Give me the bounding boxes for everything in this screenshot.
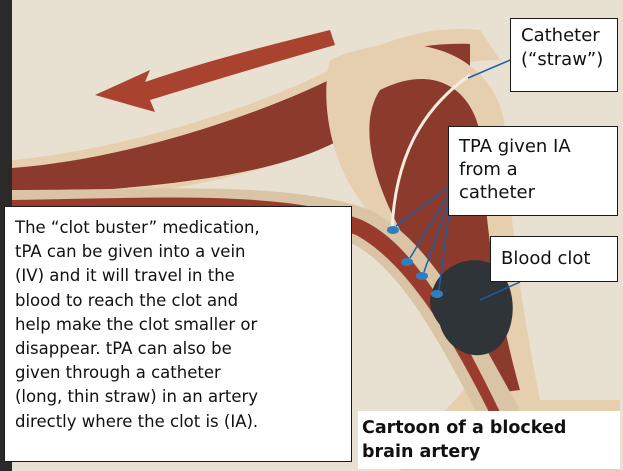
explanation-line: (IV) and it will travel in the [15,264,347,288]
explanation-line: given through a catheter [15,361,347,385]
diagram-caption: Cartoon of a blocked brain artery [358,411,620,469]
tpa-drop [401,258,413,266]
caption-line: brain artery [362,440,620,464]
blood-clot-label: Blood clot [490,236,618,282]
tpa-label: TPA given IA from a catheter [448,126,618,216]
explanation-line: help make the clot smaller or [15,313,347,337]
tpa-label-line: catheter [459,181,617,204]
explanation-line: tPA can be given into a vein [15,240,347,264]
explanation-line: blood to reach the clot and [15,289,347,313]
explanation-line: (long, thin straw) in an artery [15,385,347,409]
tpa-label-line: TPA given IA [459,135,617,158]
explanation-line: directly where the clot is (IA). [15,410,347,434]
tpa-drop [416,272,428,280]
tpa-drop [387,226,399,234]
tpa-drop [431,290,443,298]
catheter-label-line: Catheter [521,24,617,48]
catheter-label-line: (“straw”) [521,48,617,72]
catheter-label: Catheter (“straw”) [510,18,618,92]
caption-line: Cartoon of a blocked [362,416,620,440]
explanation-line: disappear. tPA can also be [15,337,347,361]
blood-clot-label-text: Blood clot [501,247,617,271]
explanation-line: The “clot buster” medication, [15,216,347,240]
explanation-box: The “clot buster” medication, tPA can be… [4,206,352,462]
tpa-label-line: from a [459,158,617,181]
